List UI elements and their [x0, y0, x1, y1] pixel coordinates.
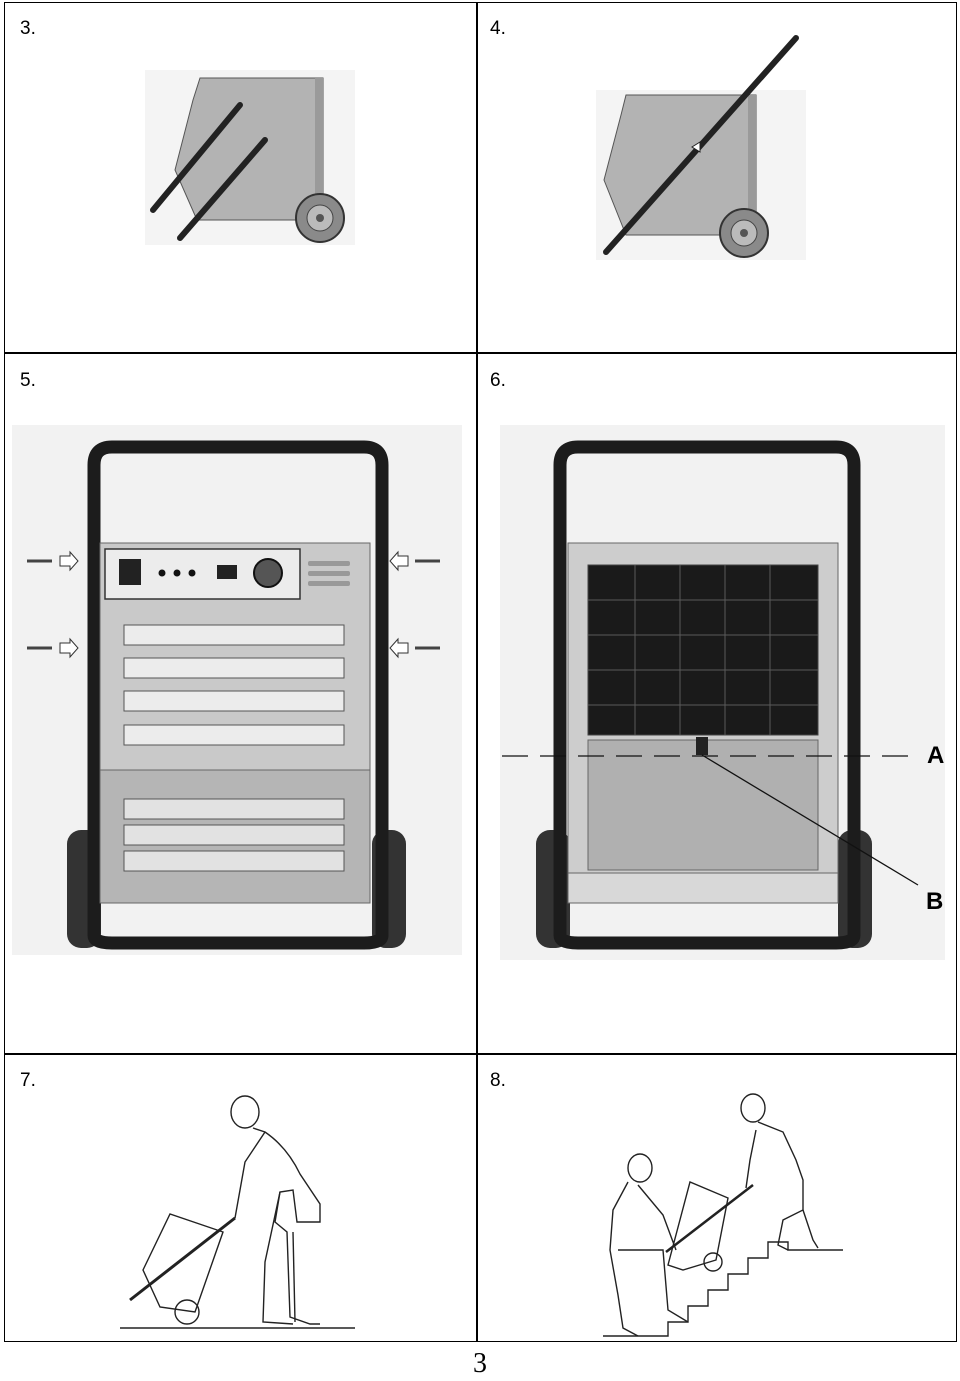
step-4-illustration — [596, 35, 806, 260]
callout-b: B — [926, 888, 944, 915]
step-3-illustration — [145, 70, 355, 245]
callout-a: A — [927, 742, 945, 769]
step-8-illustration — [603, 1093, 843, 1337]
step-7-label: 7. — [20, 1070, 36, 1091]
figure-grid — [4, 2, 957, 1342]
step-4-label: 4. — [490, 18, 506, 39]
step-6-label: 6. — [490, 370, 506, 391]
step-5-label: 5. — [20, 370, 36, 391]
step-7-illustration — [120, 1095, 355, 1329]
step-6-illustration — [500, 425, 945, 960]
page-number: 3 — [473, 1348, 487, 1379]
grid-divider-vertical — [476, 2, 478, 1342]
step-5-illustration — [12, 425, 462, 955]
step-8-label: 8. — [490, 1070, 506, 1091]
step-3-label: 3. — [20, 18, 36, 39]
grid-divider-row2 — [4, 1053, 957, 1055]
grid-divider-row1 — [4, 352, 957, 354]
